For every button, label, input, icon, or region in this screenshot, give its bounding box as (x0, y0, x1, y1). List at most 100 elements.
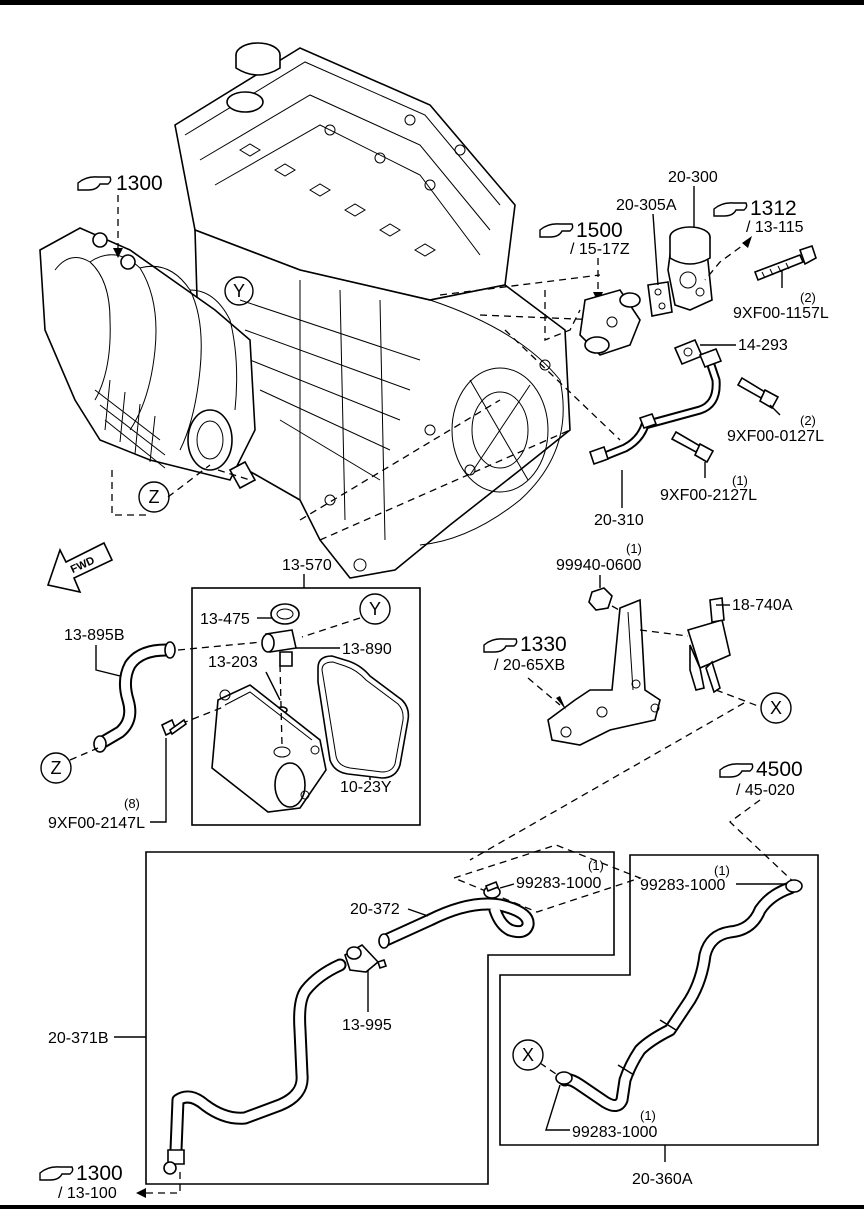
pointing-hand-icon (483, 638, 518, 653)
bottom-border (0, 1205, 864, 1209)
pointing-hand-icon (539, 223, 574, 238)
ref-number: 1300 (116, 172, 163, 195)
pointing-hand-icon (39, 1166, 74, 1181)
leader-z-engine (111, 470, 148, 516)
qty-9xf00-2147l: (8) (124, 796, 140, 811)
pointing-hand-icon (719, 763, 754, 778)
bolt-9xf00-2147l (160, 718, 188, 737)
qty-99283-a: (1) (588, 858, 604, 873)
svg-text:Y: Y (369, 599, 381, 619)
label-20-310: 20-310 (594, 512, 644, 529)
label-9xf00-2127l: 9XF00-2127L (660, 487, 757, 504)
qty-9xf00-1157l: (2) (800, 290, 816, 305)
ref-number: 1330 (520, 633, 567, 656)
egr-pipe-20-310 (588, 347, 723, 466)
bracket (547, 598, 661, 746)
box-lower-left (145, 851, 615, 1185)
ref-1300-top[interactable]: 1300 (77, 172, 163, 195)
hose-20-372 (378, 897, 535, 949)
top-border (0, 0, 864, 5)
egr-valve-20-300 (667, 226, 713, 311)
ref-number: 4500 (756, 758, 803, 781)
hose-20-371b (163, 958, 347, 1175)
qty-99283-c: (1) (640, 1108, 656, 1123)
label-13-890: 13-890 (342, 641, 392, 658)
bolt-9xf00-2127l (670, 430, 715, 464)
check-valve-13-995 (344, 943, 388, 973)
callout-z-engine: Z (138, 481, 170, 513)
ref-sub: / 13-115 (746, 219, 804, 236)
label-9xf00-2147l: 9XF00-2147L (48, 815, 145, 832)
label-20-372: 20-372 (350, 901, 400, 918)
bolt-9xf00-1157l (753, 244, 817, 282)
label-20-305a: 20-305A (616, 197, 677, 214)
ref-sub: / 13-100 (58, 1185, 117, 1202)
ref-4500[interactable]: 4500 / 45-020 (719, 758, 803, 799)
solenoid-18-740a (686, 597, 731, 694)
gasket-20-305a (647, 281, 673, 317)
clamp-99283-c (555, 1071, 573, 1085)
svg-text:X: X (522, 1045, 534, 1065)
ref-1300-bottom[interactable]: 1300 / 13-100 (39, 1162, 123, 1202)
box-lower-right (499, 854, 819, 1146)
label-10-23y: 10-23Y (340, 779, 392, 796)
ref-sub: / 15-17Z (570, 241, 630, 258)
qty-9xf00-0127l: (2) (800, 413, 816, 428)
callout-y-box: Y (359, 593, 391, 625)
ref-number: 1500 (576, 219, 623, 242)
qty-99283-b: (1) (714, 863, 730, 878)
label-13-995: 13-995 (342, 1017, 392, 1034)
pointing-hand-icon (713, 202, 748, 217)
svg-text:Z: Z (51, 758, 62, 778)
clamp-99283-b (785, 879, 803, 893)
ref-1312[interactable]: 1312 / 13-115 (713, 197, 804, 236)
seal-13-475 (270, 603, 300, 625)
svg-text:X: X (770, 698, 782, 718)
svg-text:Y: Y (233, 281, 245, 301)
hose-13-895b (93, 641, 176, 753)
pointing-hand-icon (77, 176, 112, 191)
egr-pipe-fitting (579, 289, 641, 356)
label-13-203: 13-203 (208, 654, 258, 671)
label-14-293: 14-293 (738, 337, 788, 354)
label-9xf00-1157l: 9XF00-1157L (733, 305, 829, 322)
svg-text:Z: Z (149, 487, 160, 507)
label-13-475: 13-475 (200, 611, 250, 628)
qty-99940-0600: (1) (626, 541, 642, 556)
ref-1500[interactable]: 1500 / 15-17Z (539, 219, 630, 258)
engine-illustration (39, 42, 571, 579)
label-9xf00-0127l: 9XF00-0127L (727, 428, 824, 445)
label-20-371b: 20-371B (48, 1030, 109, 1047)
clamp-99283-a (483, 880, 501, 899)
ref-number: 1300 (76, 1162, 123, 1185)
label-20-360a: 20-360A (632, 1171, 693, 1188)
label-99940-0600: 99940-0600 (556, 557, 642, 574)
callout-y-engine: Y (224, 276, 254, 306)
forward-arrow-icon: FWD (46, 541, 114, 594)
ref-1330[interactable]: 1330 / 20-65XB (483, 633, 567, 674)
hose-20-360a (558, 881, 797, 1112)
gasket-14-293 (673, 338, 704, 366)
callout-z-hose: Z (40, 752, 72, 784)
callout-x-hose: X (512, 1039, 544, 1071)
nut-99940-0600 (588, 587, 613, 611)
pcv-valve-13-890 (261, 629, 297, 667)
ref-number: 1312 (750, 197, 797, 220)
label-18-740a: 18-740A (732, 597, 793, 614)
callout-x-bracket: X (760, 692, 792, 724)
ref-sub: / 20-65XB (494, 657, 565, 674)
oil-separator-housing (211, 684, 327, 813)
qty-9xf00-2127l: (1) (732, 473, 748, 488)
label-99283-a: 99283-1000 (516, 875, 602, 892)
label-20-300: 20-300 (668, 169, 718, 186)
ref-sub: / 45-020 (736, 782, 795, 799)
box-13-570 (191, 587, 421, 826)
label-13-895b: 13-895B (64, 627, 125, 644)
bolt-9xf00-0127l (736, 376, 780, 410)
gasket-10-23y (317, 655, 410, 779)
label-99283-b: 99283-1000 (640, 877, 726, 894)
label-99283-c: 99283-1000 (572, 1124, 658, 1141)
label-13-570: 13-570 (282, 557, 332, 574)
